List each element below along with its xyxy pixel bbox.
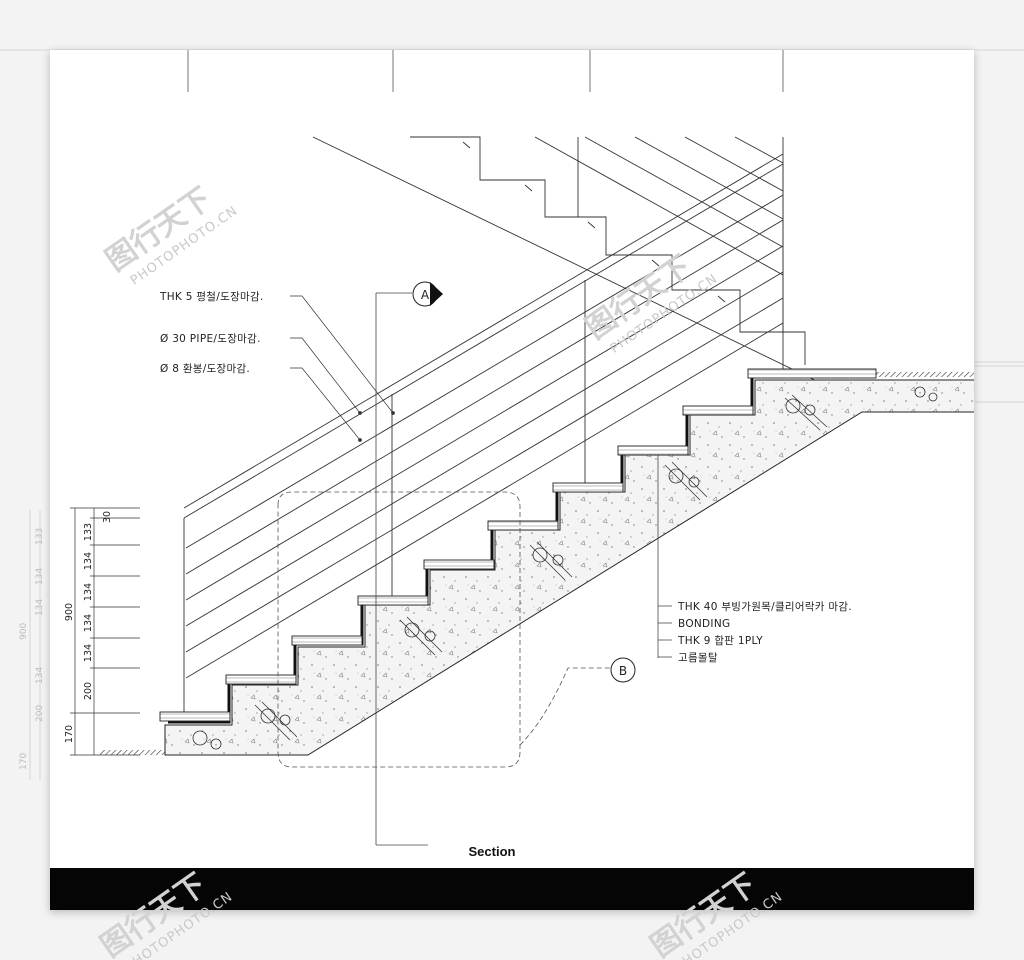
drawing-title: Section [469, 844, 516, 859]
dim-134-4: 134 [83, 644, 94, 662]
dimension-labels: 30 133 134 134 134 134 200 900 170 [64, 511, 113, 743]
wood-treads [159, 368, 877, 722]
dim-170: 170 [64, 725, 75, 743]
ghost-dim-134a: 134 [35, 667, 45, 684]
section-marker-a: A [375, 281, 443, 846]
floor-hatch-left [100, 750, 165, 755]
dim-30: 30 [102, 511, 113, 523]
callout-flat-bar: THK 5 평철/도장마감. [159, 291, 264, 303]
section-marker-b: B [610, 657, 636, 683]
ghost-dim-200: 200 [35, 705, 45, 722]
callout-mortar: 고름몰탈 [678, 651, 718, 664]
rebar [192, 386, 938, 750]
callout-wood: THK 40 부빙가원목/클리어락카 마감. [677, 601, 852, 613]
ghost-dim-900: 900 [19, 623, 29, 640]
left-leaders [290, 295, 395, 442]
right-leaders [657, 455, 672, 658]
ghost-dim-134c: 134 [35, 568, 45, 585]
stair-section-drawing: A B THK 5 평철/도장마감. Ø 30 PIPE/도장마감. Ø 8 환… [64, 50, 974, 859]
left-callouts: THK 5 평철/도장마감. Ø 30 PIPE/도장마감. Ø 8 환봉/도장… [159, 291, 264, 375]
dim-134-3: 134 [83, 614, 94, 632]
dim-134-2: 134 [83, 583, 94, 601]
handrail-top [183, 153, 784, 509]
floor-hatch-right [876, 372, 974, 377]
dim-134-1: 134 [83, 552, 94, 570]
callout-round-bar: Ø 8 환봉/도장마감. [160, 363, 250, 375]
section-a-label: A [421, 288, 430, 302]
top-reference-lines [187, 50, 784, 92]
section-b-label: B [619, 664, 627, 678]
dim-200: 200 [83, 682, 94, 700]
right-callouts: THK 40 부빙가원목/클리어락카 마감. BONDING THK 9 합판 … [677, 601, 852, 664]
dim-900: 900 [64, 603, 75, 621]
ghost-dim-133: 133 [35, 528, 45, 545]
dim-133: 133 [83, 523, 94, 541]
ghost-dim-134b: 134 [35, 599, 45, 616]
ghost-dimension-labels: 900 170 200 134 134 134 133 [19, 528, 45, 770]
callout-pipe: Ø 30 PIPE/도장마감. [160, 333, 261, 345]
handrail-bottom [183, 163, 784, 519]
ghost-dim-170: 170 [19, 753, 29, 770]
callout-bonding: BONDING [678, 618, 730, 630]
detail-outlines [277, 491, 610, 768]
railing [183, 136, 784, 713]
upper-flight [312, 136, 861, 403]
callout-plywood: THK 9 합판 1PLY [677, 635, 763, 647]
dimension-chain [70, 507, 140, 756]
drawing-sheet: A B THK 5 평철/도장마감. Ø 30 PIPE/도장마감. Ø 8 환… [50, 50, 974, 910]
bottom-black-bar [50, 868, 974, 910]
